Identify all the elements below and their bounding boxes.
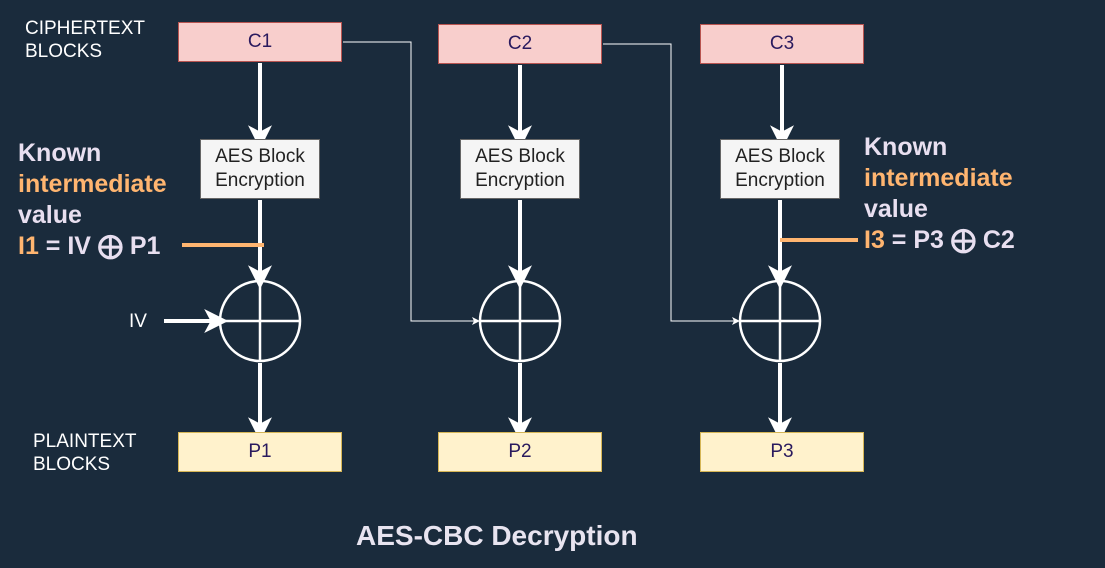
known-left-line3: value xyxy=(18,201,82,229)
ciphertext-blocks-label: CIPHERTEXT BLOCKS xyxy=(25,18,146,62)
known-left-line2: intermediate xyxy=(18,170,167,198)
xor-node-3 xyxy=(738,279,822,363)
known-intermediate-right: Known intermediate value I3 = P3 ⨁ C2 xyxy=(864,132,1015,256)
plaintext-block-p3: P3 xyxy=(700,432,864,472)
aes-block-1: AES Block Encryption xyxy=(200,139,320,199)
ciphertext-block-c2: C2 xyxy=(438,24,602,64)
known-left-var: I1 xyxy=(18,232,39,260)
iv-label: IV xyxy=(129,311,147,332)
plaintext-blocks-label: PLAINTEXT BLOCKS xyxy=(33,431,137,475)
known-right-line1: Known xyxy=(864,133,948,161)
xor-node-1 xyxy=(218,279,302,363)
ciphertext-block-c1: C1 xyxy=(178,22,342,62)
aes-block-2: AES Block Encryption xyxy=(460,139,580,199)
known-right-var: I3 xyxy=(864,226,885,254)
known-right-rest: C2 xyxy=(975,226,1015,254)
known-left-eq: = IV xyxy=(38,232,98,260)
ciphertext-block-c3: C3 xyxy=(700,24,864,64)
known-right-line3: value xyxy=(864,195,928,223)
connector-c2-to-xor3 xyxy=(603,43,740,325)
connector-c1-to-xor2 xyxy=(343,41,480,325)
xor-symbol-right: ⨁ xyxy=(950,226,976,254)
known-left-equation: I1 = IV ⨁ P1 xyxy=(18,231,167,262)
xor-symbol-left: ⨁ xyxy=(97,232,123,260)
known-right-line2: intermediate xyxy=(864,164,1013,192)
known-right-eq: = P3 xyxy=(884,226,951,254)
known-left-rest: P1 xyxy=(122,232,161,260)
known-left-line1: Known xyxy=(18,139,102,167)
known-right-equation: I3 = P3 ⨁ C2 xyxy=(864,225,1015,256)
known-intermediate-left: Known intermediate value I1 = IV ⨁ P1 xyxy=(18,138,167,262)
xor-node-2 xyxy=(478,279,562,363)
plaintext-block-p2: P2 xyxy=(438,432,602,472)
aes-block-3: AES Block Encryption xyxy=(720,139,840,199)
diagram-title: AES-CBC Decryption xyxy=(356,520,638,551)
plaintext-block-p1: P1 xyxy=(178,432,342,472)
